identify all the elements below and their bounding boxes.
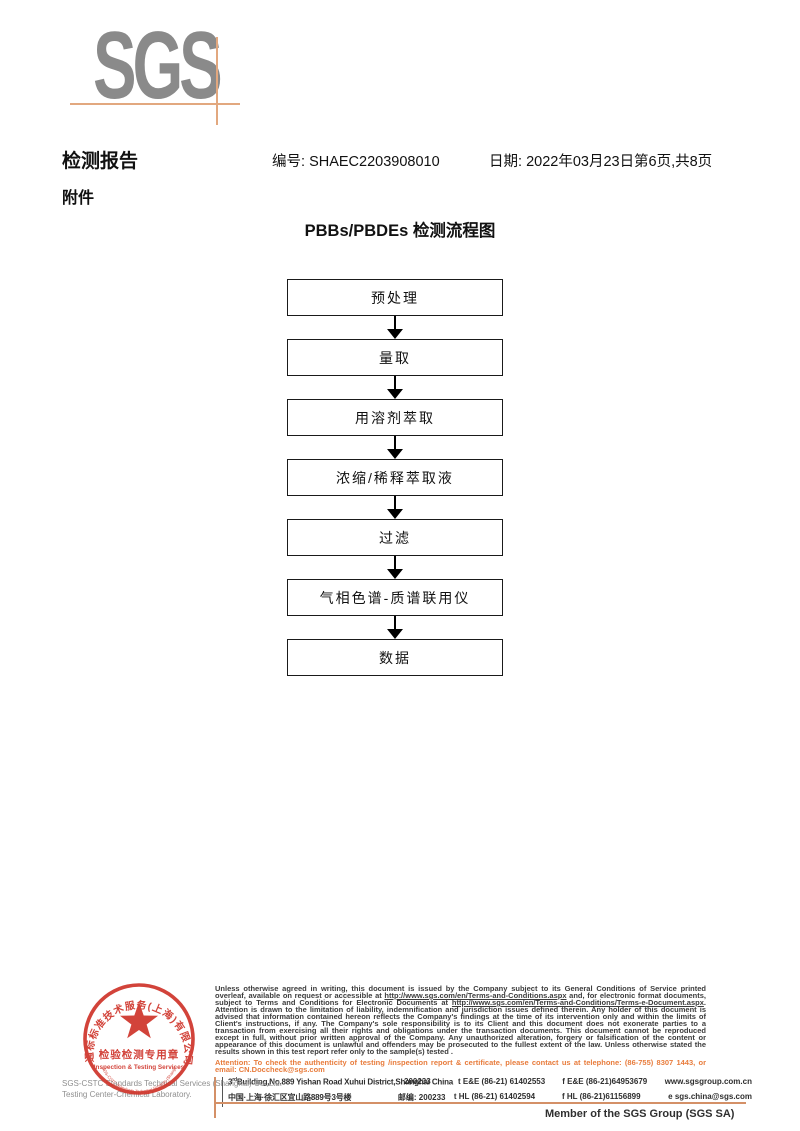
email-link[interactable]: e sgs.china@sgs.com	[668, 1092, 752, 1101]
footer-horizontal-rule	[214, 1102, 746, 1104]
telephone-ee: t E&E (86-21) 61402553	[458, 1077, 546, 1086]
disclaimer-text-3: . Attention is drawn to the limitation o…	[215, 997, 706, 1056]
report-number-label: 编号:	[272, 154, 306, 170]
postal-code-zh: 邮编: 200233	[397, 1093, 446, 1102]
website-link[interactable]: www.sgsgroup.com.cn	[664, 1077, 752, 1086]
page-title: 检测报告	[62, 151, 139, 172]
logo-horizontal-line	[70, 103, 240, 105]
address-zh: 中国·上海·徐汇区宜山路889号3号楼	[228, 1093, 352, 1102]
flowchart-title: PBBs/PBDEs 检测流程图	[304, 222, 496, 240]
fax-hl: f HL (86-21)61156899	[561, 1092, 641, 1101]
page-number-info: 第6页,共8页	[634, 154, 713, 170]
footer-vertical-rule	[214, 1077, 216, 1118]
report-date-label: 日期:	[489, 154, 523, 170]
down-arrow-icon	[287, 316, 503, 339]
down-arrow-icon	[287, 616, 503, 639]
legal-disclaimer: Unless otherwise agreed in writing, this…	[215, 984, 706, 1056]
logo-vertical-line	[216, 37, 218, 125]
flow-step-measure: 量取	[287, 339, 503, 376]
flow-step-solvent-extraction: 用溶剂萃取	[287, 399, 503, 436]
flow-step-concentrate-dilute: 浓缩/稀释萃取液	[287, 459, 503, 496]
svg-text:SGS-CSTC Standards Technical S: SGS-CSTC Standards Technical Services (S…	[72, 982, 178, 1094]
down-arrow-icon	[287, 496, 503, 519]
report-date: 日期: 2022年03月23日	[489, 150, 634, 171]
attachment-label: 附件	[62, 190, 95, 207]
report-date-value: 2022年03月23日	[526, 154, 635, 170]
sgs-member-text: Member of the SGS Group (SGS SA)	[545, 1108, 735, 1120]
inspection-stamp-icon: 通标标准技术服务(上海)有限公司 检验检测专用章 Inspection & Te…	[72, 982, 195, 1095]
report-number-value: SHAEC2203908010	[309, 154, 440, 170]
disclaimer-text-2: and, for electronic format documents, su…	[215, 990, 706, 1007]
down-arrow-icon	[287, 436, 503, 459]
address-en: 3rdBuilding,No.889 Yishan Road Xuhui Dis…	[228, 1077, 454, 1087]
fax-ee: f E&E (86-21)64953679	[562, 1077, 648, 1086]
disclaimer-text-1: Unless otherwise agreed in writing, this…	[215, 984, 706, 1000]
sgs-logo: SGS	[93, 12, 223, 119]
flow-step-data: 数据	[287, 639, 503, 676]
address-row-en: 3rdBuilding,No.889 Yishan Road Xuhui Dis…	[228, 1077, 752, 1092]
terms-link[interactable]: http://www.sgs.com/en/Terms-and-Conditio…	[384, 990, 567, 1000]
attention-notice: Attention: To check the authenticity of …	[215, 1058, 706, 1075]
flow-step-pretreatment: 预处理	[287, 279, 503, 316]
telephone-hl: t HL (86-21) 61402594	[453, 1092, 536, 1101]
down-arrow-icon	[287, 556, 503, 579]
address-block: 3rdBuilding,No.889 Yishan Road Xuhui Dis…	[222, 1077, 752, 1107]
address-row-zh: 中国·上海·徐汇区宜山路889号3号楼 邮编: 200233 t HL (86-…	[228, 1092, 752, 1107]
svg-text:检验检测专用章: 检验检测专用章	[99, 1048, 180, 1061]
report-number: 编号: SHAEC2203908010	[272, 150, 440, 171]
terms-e-document-link[interactable]: http://www.sgs.com/en/Terms-and-Conditio…	[451, 997, 704, 1007]
flow-step-filter: 过滤	[287, 519, 503, 556]
company-lab: Testing Center-Chemical Laboratory.	[62, 1090, 192, 1099]
postal-code-en: 200233	[404, 1077, 431, 1086]
svg-text:Inspection & Testing Services: Inspection & Testing Services	[94, 1064, 185, 1071]
flow-step-gcms: 气相色谱-质谱联用仪	[287, 579, 503, 616]
down-arrow-icon	[287, 376, 503, 399]
flowchart: 预处理 量取 用溶剂萃取 浓缩/稀释萃取液 过滤 气相色谱-质谱联用仪 数据	[287, 279, 503, 676]
